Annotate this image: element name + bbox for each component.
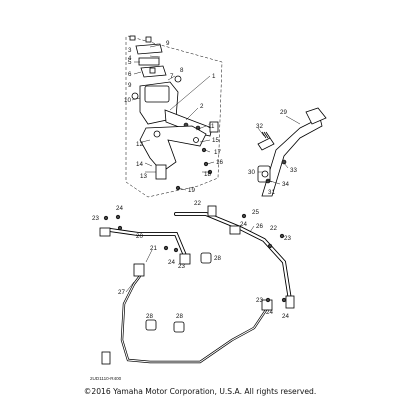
master-cylinder-group-outline — [125, 35, 223, 198]
reference-code: 2UD1110-R400 — [90, 376, 122, 381]
callout-24b: 24 — [168, 259, 175, 266]
brake-pedal-assembly — [257, 107, 327, 197]
callout-23: 23 — [92, 215, 99, 222]
callout-2: 2 — [200, 103, 204, 110]
callout-28b: 28 — [146, 313, 153, 320]
callout-19: 19 — [188, 187, 195, 194]
callout-28: 28 — [214, 255, 221, 262]
callout-24c: 24 — [240, 221, 247, 228]
callout-16: 16 — [216, 159, 223, 166]
callout-32: 32 — [256, 123, 263, 130]
callout-24e: 24 — [282, 313, 289, 320]
callout-23c: 23 — [284, 235, 291, 242]
callout-9b: 9 — [128, 82, 132, 89]
callout-12: 12 — [136, 141, 143, 148]
callout-6: 6 — [128, 71, 132, 78]
callout-29: 29 — [280, 109, 287, 116]
callout-7: 7 — [170, 73, 174, 80]
callout-28c: 28 — [176, 313, 183, 320]
brake-hose — [174, 205, 295, 309]
callout-14: 14 — [136, 161, 143, 168]
callout-13: 13 — [140, 173, 147, 180]
callout-26: 26 — [256, 223, 263, 230]
left-brake-hose — [99, 227, 191, 265]
callout-18: 18 — [204, 171, 211, 178]
callout-21: 21 — [150, 245, 157, 252]
callout-8: 8 — [180, 67, 184, 74]
callout-numbers: 1 2 3 4 5 6 7 8 9 9 10 11 12 13 14 15 16… — [92, 40, 297, 320]
callout-20: 20 — [136, 233, 143, 240]
callout-33: 33 — [290, 167, 297, 174]
copyright-notice: ©2016 Yamaha Motor Corporation, U.S.A. A… — [83, 387, 317, 396]
callout-25: 25 — [252, 209, 259, 216]
callout-17: 17 — [214, 149, 221, 156]
callout-27: 27 — [118, 289, 125, 296]
callout-23d: 23 — [256, 297, 263, 304]
callout-9: 9 — [166, 40, 170, 47]
callout-31: 31 — [268, 189, 275, 196]
callout-5: 5 — [128, 59, 132, 66]
pipe-clamps — [101, 252, 212, 365]
callout-1: 1 — [212, 73, 216, 80]
callout-30: 30 — [248, 169, 255, 176]
callout-34: 34 — [282, 181, 289, 188]
leader-lines — [125, 44, 301, 293]
callout-24: 24 — [116, 205, 123, 212]
callout-4: 4 — [128, 55, 132, 62]
callout-3: 3 — [128, 47, 132, 54]
callout-10: 10 — [124, 97, 131, 104]
callout-11: 11 — [208, 123, 215, 130]
reservoir-cap-stack — [129, 35, 167, 78]
callout-15: 15 — [212, 137, 219, 144]
callout-22: 22 — [194, 200, 201, 207]
callout-22b: 22 — [270, 225, 277, 232]
hose-bolts — [103, 213, 287, 303]
mounting-bracket — [139, 125, 213, 191]
brake-pipe — [120, 263, 273, 364]
callout-24d: 24 — [266, 309, 273, 316]
callout-23b: 23 — [178, 263, 185, 270]
